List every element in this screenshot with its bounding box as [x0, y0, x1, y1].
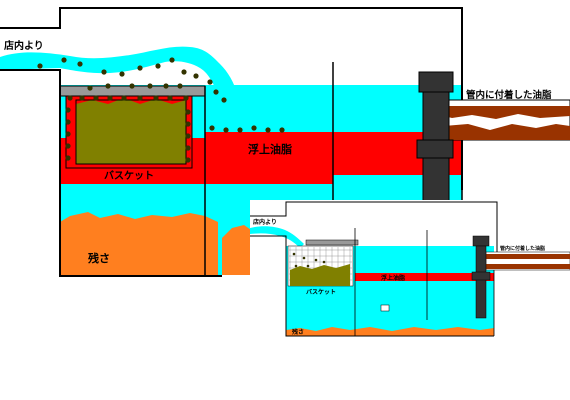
waste-particle [185, 133, 191, 139]
main-inlet-wall [0, 69, 222, 277]
waste-particle [306, 264, 310, 268]
inlet-label: 店内より [4, 39, 44, 52]
main-residue-right [222, 225, 254, 275]
basket-label: バスケット [104, 170, 154, 182]
waste-particle [93, 95, 99, 101]
pipe-grease-top [444, 106, 570, 119]
inset-outer-wall [250, 201, 498, 252]
waste-particle [237, 127, 243, 133]
inset-pipe-grease-label: 管内に付着した油脂 [500, 245, 545, 252]
waste-particle [185, 145, 191, 151]
waste-particle [169, 57, 175, 63]
waste-particle [101, 69, 107, 75]
waste-particle [177, 83, 183, 89]
inlet-water [0, 46, 238, 98]
inset-oil [355, 273, 494, 281]
basket-waste [76, 98, 186, 164]
waste-particle [119, 71, 125, 77]
waste-particle [129, 83, 135, 89]
waste-particle [181, 69, 187, 75]
waste-particle [65, 131, 71, 137]
main-residue [60, 212, 218, 275]
waste-particle [183, 95, 189, 101]
inset-residue-label: 残さ [292, 328, 304, 336]
waste-particle [65, 107, 71, 113]
inset-basket-waste [290, 264, 350, 286]
outlet-pipe-icon [416, 71, 454, 206]
food-waste-dots [37, 57, 285, 163]
waste-particle [137, 95, 143, 101]
waste-particle [155, 63, 161, 69]
waste-particle [292, 252, 296, 256]
waste-particle [185, 109, 191, 115]
waste-particle [193, 73, 199, 79]
inset-floating-oil-label: 浮上油脂 [381, 274, 405, 282]
main-trap: 残さ 店内より バスケット 浮上油脂 管内に付着した油脂 [0, 7, 570, 277]
waste-particle [209, 125, 215, 131]
waste-particle [207, 79, 213, 85]
inset-basket-label: バスケット [306, 288, 336, 296]
waste-particle [77, 61, 83, 67]
inset-residue [286, 327, 494, 336]
residue-label: 残さ [88, 251, 110, 265]
waste-particle [221, 97, 227, 103]
pipe-grease-bottom [444, 124, 570, 140]
waste-particle [65, 119, 71, 125]
waste-particle [79, 95, 85, 101]
pipe-grease-label: 管内に付着した油脂 [466, 89, 552, 101]
waste-particle [105, 83, 111, 89]
waste-particle [223, 127, 229, 133]
inset-inlet-water [250, 226, 304, 248]
inset-inlet-label: 店内より [253, 218, 277, 226]
inset-outlet-pipe-icon [471, 235, 491, 319]
inset-basket-frame [305, 239, 359, 246]
waste-particle [65, 155, 71, 161]
inset-inlet-wall [250, 235, 494, 337]
waste-particle [67, 95, 73, 101]
inset-trap: 残さ 店内より バスケット 浮上油脂 管内に付着した油脂 [250, 200, 570, 338]
waste-particle [251, 125, 257, 131]
waste-particle [121, 95, 127, 101]
waste-particle [65, 143, 71, 149]
waste-particle [147, 83, 153, 89]
waste-particle [185, 157, 191, 163]
inset-small-box [380, 304, 390, 312]
waste-particle [294, 264, 298, 268]
waste-particle [107, 95, 113, 101]
waste-particle [213, 89, 219, 95]
waste-particle [137, 65, 143, 71]
floating-oil-label: 浮上油脂 [248, 142, 292, 156]
waste-particle [279, 127, 285, 133]
inset-waste-dots [292, 252, 326, 268]
waste-particle [185, 121, 191, 127]
inset-pipe-grease-top [486, 254, 570, 259]
waste-particle [153, 95, 159, 101]
inset-pipe-grease-bottom [486, 264, 570, 269]
waste-particle [167, 95, 173, 101]
waste-particle [265, 127, 271, 133]
waste-particle [314, 258, 318, 262]
waste-particle [61, 57, 67, 63]
waste-particle [322, 260, 326, 264]
waste-particle [163, 83, 169, 89]
waste-particle [302, 256, 306, 260]
waste-particle [37, 63, 43, 69]
waste-particle [87, 85, 93, 91]
main-oil-layer-mid [205, 132, 333, 184]
